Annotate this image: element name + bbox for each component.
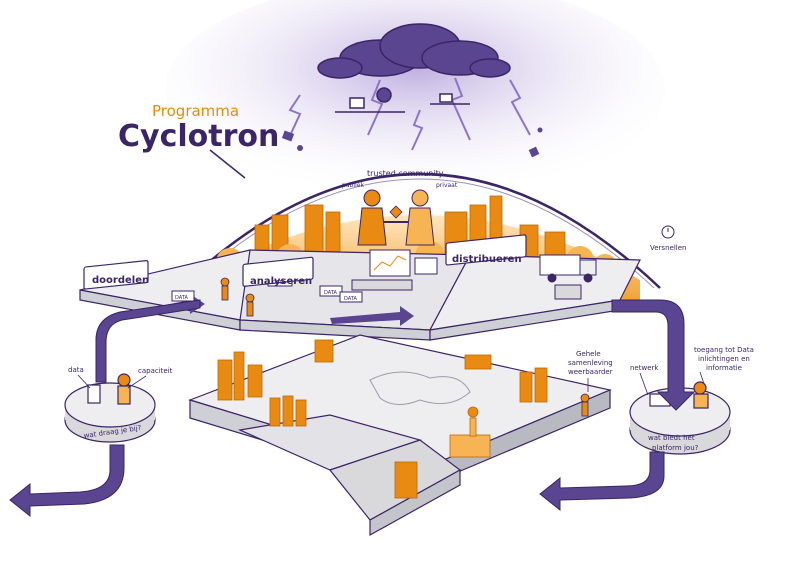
stage-tag-analyseren: analyseren <box>242 256 314 287</box>
platform-label-2: platform jou? <box>652 444 699 452</box>
gehele-label-3: weerbaarder <box>568 368 613 376</box>
lightning-bolts <box>287 77 531 151</box>
gehele-label-1: Gehele <box>576 350 601 358</box>
toegang-label-3: informatie <box>706 364 742 372</box>
versnellen-label: Versnellen <box>650 244 686 252</box>
data-label: data <box>68 366 84 374</box>
arrow-left-up <box>95 299 201 383</box>
title-name: Cyclotron <box>118 119 279 154</box>
stage-label: doordelen <box>92 275 149 286</box>
data-box-label: DATA <box>324 290 337 296</box>
cycle-arrows <box>9 299 696 518</box>
gehele-label-2: samenleving <box>568 359 613 367</box>
stage-tag-doordelen: doordelen <box>83 260 149 290</box>
storm-cloud <box>317 23 511 79</box>
factory-building <box>449 406 491 458</box>
handshake-figures <box>357 189 435 246</box>
platform-label-1: wat biedt het <box>648 434 695 442</box>
data-box-label: DATA <box>175 295 188 301</box>
delivery-trucks <box>539 254 597 300</box>
protective-dome-arc <box>179 172 661 289</box>
lower-board <box>188 334 612 537</box>
people-figures <box>220 277 590 417</box>
map-outline <box>369 371 471 405</box>
arrow-right-left <box>539 451 665 512</box>
toegang-label-2: inlichtingen en <box>698 355 750 363</box>
analysis-desks <box>351 249 438 291</box>
community-left-label: publiek <box>342 182 364 189</box>
capaciteit-label: capaciteit <box>138 367 173 375</box>
toegang-label-1: toegang tot Data <box>694 346 754 354</box>
stage-label: analyseren <box>250 276 312 287</box>
community-right-label: privaat <box>436 182 458 189</box>
netwerk-label: netwerk <box>630 364 659 372</box>
arrow-left-down <box>9 444 125 518</box>
pedestal-left <box>64 373 156 443</box>
community-label: trusted community <box>367 169 444 178</box>
stage-tag-distribueren: distribueren <box>445 234 527 266</box>
data-box-label: DATA <box>272 280 285 286</box>
data-box-label: DATA <box>344 296 357 302</box>
stage-label: distribueren <box>452 254 522 265</box>
falling-debris <box>281 127 543 158</box>
protective-dome-inner-arc <box>185 178 655 289</box>
arrow-right-down <box>611 299 696 411</box>
storm-glow <box>165 0 665 200</box>
label-pointers <box>77 371 705 396</box>
stopwatch-icon <box>661 225 675 239</box>
title-pointer <box>209 149 246 179</box>
hacker-shelf <box>335 87 470 113</box>
shield-icon <box>389 205 403 219</box>
title-prefix: Programma <box>152 102 239 120</box>
pedestal-right <box>629 381 731 455</box>
lower-board-buildings <box>217 339 548 499</box>
